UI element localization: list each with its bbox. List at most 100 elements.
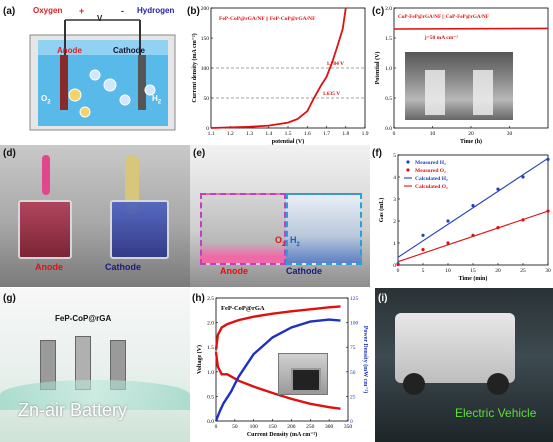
panel-label-f: (f) xyxy=(372,148,382,159)
catalyst-title: FeP-CoP@rGA xyxy=(55,314,112,323)
charge-curve xyxy=(214,305,341,350)
legend-entry: Calculated H₂ xyxy=(415,176,448,182)
x-tick-label: 1.5 xyxy=(285,131,292,137)
legend-entry: Calculated O₂ xyxy=(415,184,448,190)
x-tick-label: 150 xyxy=(268,424,277,430)
x-tick-label: 10 xyxy=(430,131,436,137)
y-tick-label: 0 xyxy=(393,263,396,269)
panel-label-i: (i) xyxy=(378,293,388,304)
oxygen-label: Oxygen xyxy=(33,6,63,15)
annotation-1635: 1.635 V xyxy=(323,91,341,97)
legend-marker xyxy=(406,168,410,172)
data-point-h2 xyxy=(496,187,500,191)
o2-collection-box xyxy=(200,193,286,265)
fit-line-h2 xyxy=(397,157,549,258)
pink-tube xyxy=(42,155,50,195)
cathode-label: Cathode xyxy=(105,262,141,272)
o2-label: O2 xyxy=(275,235,286,248)
y-tick-label: 200 xyxy=(201,6,210,12)
y-tick-label: 1 xyxy=(393,241,396,247)
x-tick-label: 0 xyxy=(397,268,400,274)
anode-label: Anode xyxy=(35,262,63,272)
minus-sign: - xyxy=(121,6,124,16)
legend-entry: Measured O₂ xyxy=(415,168,446,174)
y-axis-label: Gas (mL) xyxy=(378,198,385,223)
x-tick-label: 200 xyxy=(287,424,296,430)
data-point-o2 xyxy=(396,262,400,267)
cathode-beaker xyxy=(110,200,169,259)
electrolyzer-illustration xyxy=(29,19,176,131)
current-density-annotation: j=50 mA cm⁻² xyxy=(424,35,458,41)
y-tick-label: 0.0 xyxy=(385,126,392,132)
voltmeter-label: V xyxy=(97,14,103,23)
panel-a: (a) Oxygen + V - Hydrogen Anode Cathode … xyxy=(0,0,200,140)
y-tick-label: 50 xyxy=(204,96,210,102)
y-tick-label: 0.0 xyxy=(207,419,214,425)
y2-axis-label: Power Density (mW cm⁻²) xyxy=(362,326,369,394)
hydrogen-label: Hydrogen xyxy=(137,6,175,15)
chart-title: FeP-CoP@rGA xyxy=(221,305,265,312)
x-tick-label: 15 xyxy=(470,268,476,274)
y-tick-label: 1.0 xyxy=(385,66,392,72)
x-axis-label: potential (V) xyxy=(272,138,305,145)
y-tick-label: 1.5 xyxy=(385,36,392,42)
y-tick-label: 5 xyxy=(393,153,396,159)
electrolyzer-inset-photo xyxy=(405,52,513,120)
h2-collection-box xyxy=(286,193,362,265)
data-point-h2 xyxy=(471,204,475,208)
y-tick-label: 150 xyxy=(201,36,210,42)
x-tick-label: 1.8 xyxy=(342,131,349,137)
watch-inset-photo xyxy=(278,353,328,395)
x-tick-label: 250 xyxy=(306,424,315,430)
panel-label-h: (h) xyxy=(192,293,205,304)
vehicle-wheel-left xyxy=(403,373,425,395)
x-axis-label: Time (h) xyxy=(460,138,482,145)
anode-label: Anode xyxy=(220,266,248,276)
y-tick-label: 0.5 xyxy=(207,394,214,400)
y2-tick-label: 100 xyxy=(350,321,359,327)
x-tick-label: 5 xyxy=(422,268,425,274)
data-point-o2 xyxy=(421,248,425,252)
plus-sign: + xyxy=(79,6,85,16)
x-tick-label: 100 xyxy=(250,424,259,430)
panel-label-e: (e) xyxy=(193,148,206,159)
y2-tick-label: 0 xyxy=(350,419,353,425)
x-axis-label: Current Density (mA cm⁻²) xyxy=(247,431,317,438)
discharge-curve xyxy=(214,351,341,410)
panel-label-b: (b) xyxy=(187,6,200,17)
h2-label: H2 xyxy=(152,94,162,106)
panel-label-g: (g) xyxy=(3,293,16,304)
vehicle-body xyxy=(395,313,515,383)
panel-label-c: (c) xyxy=(372,6,385,17)
x-tick-label: 30 xyxy=(507,131,513,137)
data-point-h2 xyxy=(521,175,525,179)
x-tick-label: 350 xyxy=(344,424,353,430)
y-axis-label: Voltage (V) xyxy=(196,345,203,374)
legend-entry: FeP-CoP@rGA/NF || FeP-CoP@rGA/NF xyxy=(219,16,316,22)
panel-label-d: (d) xyxy=(3,148,16,159)
x-tick-label: 1.6 xyxy=(304,131,311,137)
y-axis-label: Potential (V) xyxy=(374,52,381,85)
y-tick-label: 100 xyxy=(201,66,210,72)
y2-tick-label: 50 xyxy=(350,370,356,376)
x-tick-label: 50 xyxy=(232,424,238,430)
x-tick-label: 1.7 xyxy=(323,131,330,137)
x-tick-label: 1.4 xyxy=(265,131,272,137)
vehicle-caption: Electric Vehicle xyxy=(455,406,537,420)
data-point-o2 xyxy=(446,241,450,245)
panel-label-a: (a) xyxy=(3,6,16,17)
power-density-curve xyxy=(214,318,341,422)
y-tick-label: 2 xyxy=(393,219,396,225)
polarization-curve xyxy=(210,7,347,129)
y2-tick-label: 25 xyxy=(350,394,356,400)
data-point-h2 xyxy=(446,219,450,223)
x-tick-label: 1.1 xyxy=(208,131,215,137)
y-tick-label: 0 xyxy=(206,126,209,132)
